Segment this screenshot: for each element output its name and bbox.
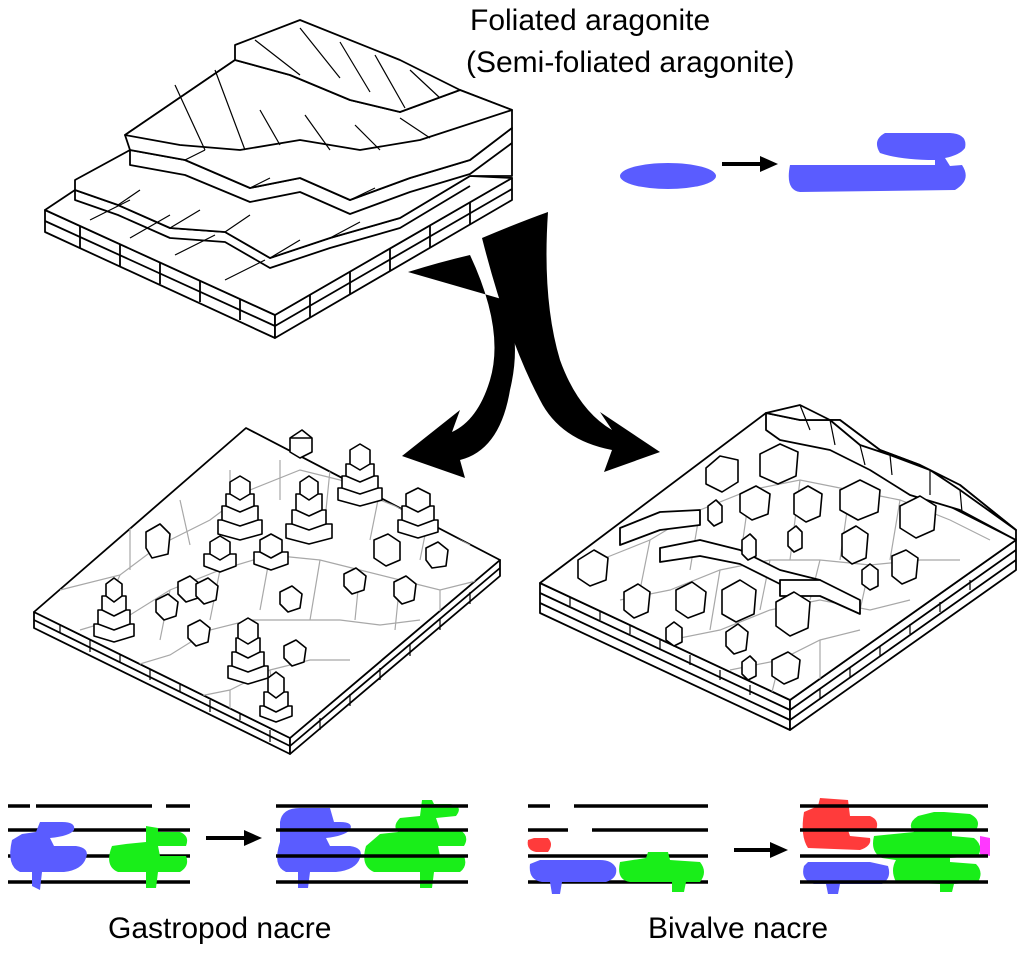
nacre-crystal (741, 533, 757, 561)
nacre-tower (227, 617, 269, 685)
nacre-crystal (787, 525, 803, 553)
nacre-tower (253, 533, 289, 571)
gastropod-nacre-label: Gastropod nacre (108, 912, 332, 945)
green-crystal (873, 812, 981, 892)
green-crystal (619, 852, 704, 892)
foliated-aragonite-label: Foliated aragonite (470, 4, 711, 37)
right-arrow-icon (206, 830, 262, 846)
blue-crystal (620, 163, 716, 189)
nacre-crystal (725, 623, 749, 655)
green-crystal (364, 800, 467, 888)
semi-foliated-aragonite-label: (Semi-foliated aragonite) (466, 46, 795, 79)
nacre-tower (397, 487, 439, 539)
nacre-tower (145, 523, 171, 559)
nacre-crystal (739, 485, 771, 521)
nacre-crystal (721, 579, 757, 623)
nacre-tower (283, 639, 307, 667)
nacre-crystal (775, 591, 811, 637)
nacre-tower (187, 619, 211, 647)
nacre-crystal (771, 651, 801, 685)
nacre-tower (259, 671, 293, 723)
right-arrow-icon (722, 156, 778, 172)
nacre-tower (203, 535, 237, 573)
nacre-crystal (839, 479, 881, 521)
gastropod-nacre-schematic (8, 800, 468, 890)
nacre-tower (425, 541, 449, 569)
nacre-crystal (793, 485, 823, 523)
nacre-crystal (675, 581, 707, 619)
nacre-tower (195, 577, 219, 605)
foliated-crystal-growth (620, 133, 966, 192)
nacre-tower (373, 533, 401, 567)
nacre-tower (279, 585, 303, 613)
right-arrow-icon (734, 842, 788, 858)
nacre-tower (393, 575, 417, 605)
nacre-crystal (707, 499, 723, 527)
blue-crystal (529, 860, 617, 894)
foliated-aragonite-block (44, 19, 513, 339)
blue-crystal (788, 133, 966, 192)
nacre-tower (343, 567, 367, 595)
red-crystal (802, 798, 878, 850)
nacre-crystal (623, 583, 651, 619)
nacre-crystal (577, 549, 609, 587)
bivalve-nacre-block (539, 404, 1017, 731)
nacre-crystal (841, 525, 869, 565)
blue-crystal (277, 808, 361, 888)
nacre-crystal (861, 563, 879, 591)
red-crystal (527, 838, 551, 852)
nacre-tower (217, 475, 263, 541)
nacre-tower (155, 593, 179, 621)
nacre-crystal (891, 549, 919, 585)
nacre-crystal (741, 655, 757, 681)
nacre-crystal (705, 455, 739, 493)
nacre-crystal (759, 443, 799, 485)
bivalve-nacre-schematic (527, 798, 990, 894)
curved-split-arrow-icon (402, 212, 660, 478)
nacre-tower (285, 475, 333, 545)
magenta-crystal (980, 836, 990, 856)
nacre-tower (93, 577, 135, 643)
nacre-tower (289, 429, 313, 459)
bivalve-nacre-label: Bivalve nacre (648, 912, 829, 945)
nacre-tower (337, 443, 383, 507)
nacre-crystal (899, 495, 937, 539)
nacre-crystal (665, 621, 683, 647)
blue-crystal (10, 822, 87, 890)
blue-crystal (803, 862, 890, 894)
gastropod-nacre-block (33, 427, 501, 755)
green-crystal (109, 826, 188, 888)
